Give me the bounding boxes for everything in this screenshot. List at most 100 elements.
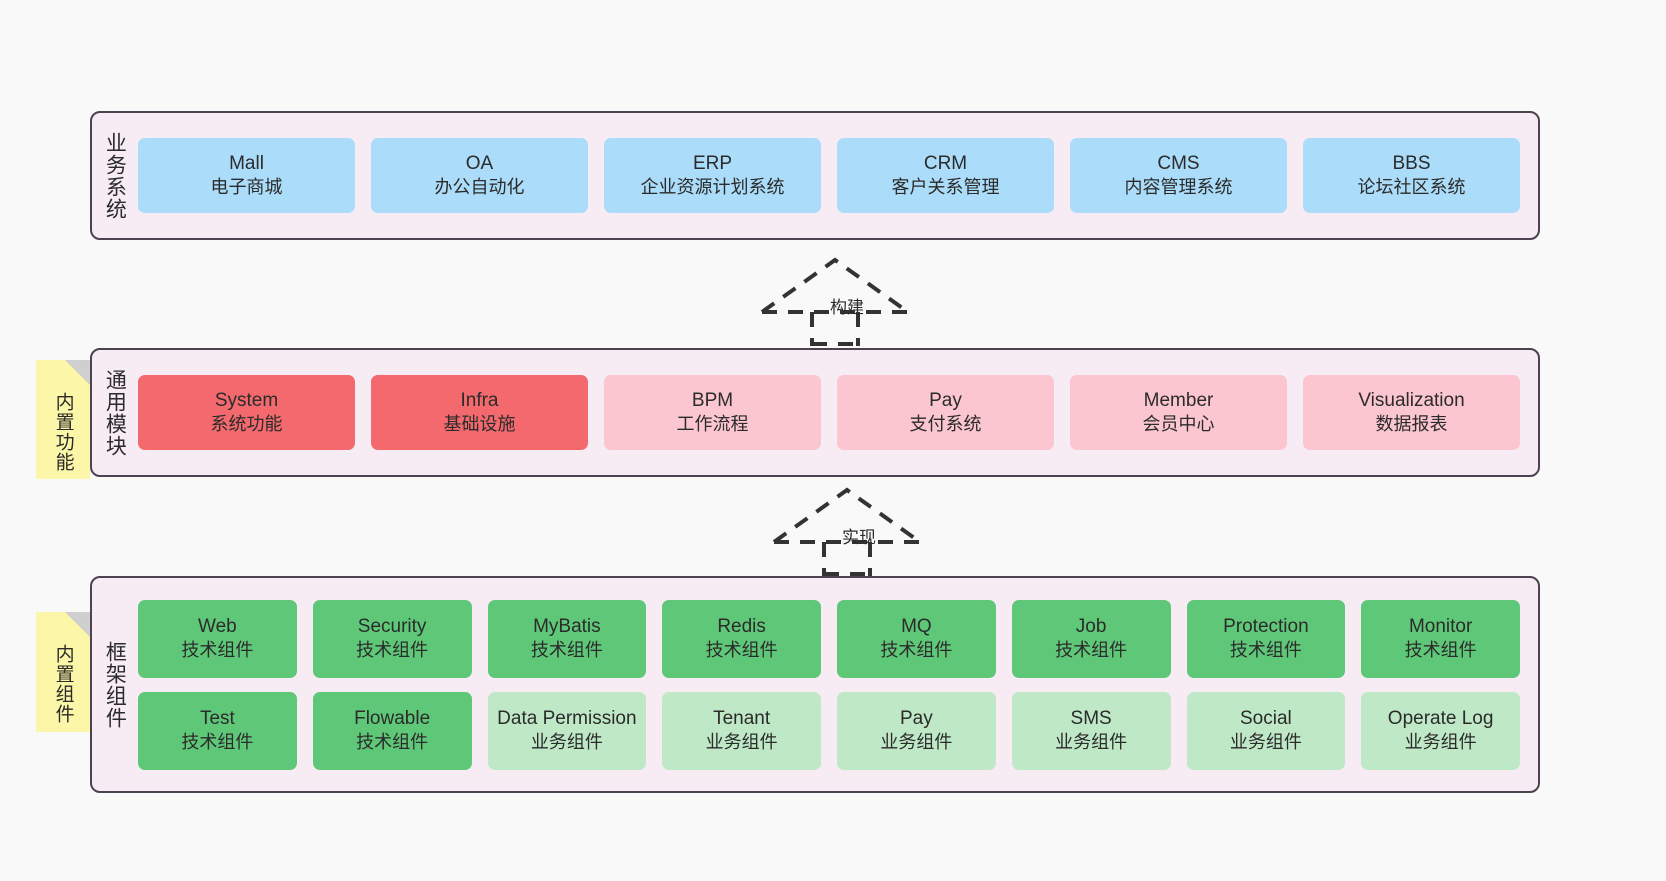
card-title: CMS (1157, 153, 1200, 175)
card-subtitle: 技术组件 (181, 640, 254, 661)
card-system[interactable]: System 系统功能 (138, 375, 355, 450)
card-mall[interactable]: Mall 电子商城 (138, 138, 355, 213)
card-subtitle: 业务组件 (705, 732, 778, 753)
card-row: Web 技术组件 Security 技术组件 MyBatis 技术组件 Redi… (138, 599, 1520, 678)
card-title: Data Permission (497, 708, 637, 730)
dashed-arrow-up-icon (760, 257, 910, 346)
card-mq[interactable]: MQ 技术组件 (837, 599, 996, 678)
card-title: Web (198, 616, 237, 638)
connector-implement: 实现 (772, 486, 922, 576)
card-subtitle: 会员中心 (1142, 414, 1215, 435)
card-bpm[interactable]: BPM 工作流程 (604, 375, 821, 450)
connector-label-implement: 实现 (842, 528, 876, 547)
card-title: Test (199, 708, 235, 730)
card-subtitle: 内容管理系统 (1124, 177, 1233, 198)
card-flowable[interactable]: Flowable 技术组件 (312, 691, 472, 770)
layer-title-business-systems: 业务系统 (103, 131, 127, 220)
layer-body-framework-components: Web 技术组件 Security 技术组件 MyBatis 技术组件 Redi… (136, 578, 1538, 791)
connector-label-build: 构建 (830, 298, 864, 317)
card-subtitle: 业务组件 (530, 732, 603, 753)
card-member[interactable]: Member 会员中心 (1070, 375, 1287, 450)
card-web[interactable]: Web 技术组件 (138, 599, 297, 678)
card-operate-log[interactable]: Operate Log 业务组件 (1361, 691, 1520, 770)
card-title: Pay (900, 708, 933, 730)
card-subtitle: 技术组件 (705, 640, 778, 661)
card-subtitle: 支付系统 (909, 414, 982, 435)
card-cms[interactable]: CMS 内容管理系统 (1070, 138, 1287, 213)
card-subtitle: 业务组件 (880, 732, 953, 753)
card-title: Security (357, 616, 427, 638)
card-row: System 系统功能 Infra 基础设施 BPM 工作流程 Pay 支付系统… (138, 375, 1520, 450)
layer-common-modules: 通用模块 System 系统功能 Infra 基础设施 BPM 工作流程 Pay… (90, 348, 1540, 477)
card-title: Flowable (354, 708, 431, 730)
card-erp[interactable]: ERP 企业资源计划系统 (604, 138, 821, 213)
card-protection[interactable]: Protection 技术组件 (1186, 599, 1346, 678)
card-title: MQ (901, 616, 932, 638)
card-title: Operate Log (1387, 708, 1494, 730)
card-subtitle: 业务组件 (1404, 732, 1477, 753)
card-subtitle: 系统功能 (210, 414, 283, 435)
card-row: Mall 电子商城 OA 办公自动化 ERP 企业资源计划系统 CRM 客户关系… (138, 138, 1520, 213)
card-subtitle: 技术组件 (356, 640, 429, 661)
card-tenant[interactable]: Tenant 业务组件 (662, 691, 821, 770)
sticky-note-label: 内置组件 (52, 644, 74, 724)
card-title: BBS (1392, 153, 1431, 175)
card-oa[interactable]: OA 办公自动化 (371, 138, 588, 213)
card-bbs[interactable]: BBS 论坛社区系统 (1303, 138, 1520, 213)
card-title: Social (1240, 708, 1292, 730)
card-title: Job (1075, 616, 1107, 638)
card-subtitle: 办公自动化 (434, 177, 525, 198)
card-subtitle: 工作流程 (676, 414, 749, 435)
card-test[interactable]: Test 技术组件 (138, 691, 297, 770)
card-visualization[interactable]: Visualization 数据报表 (1303, 375, 1520, 450)
dashed-arrow-up-icon (772, 487, 922, 576)
card-title: Monitor (1408, 616, 1473, 638)
card-title: Mall (229, 153, 264, 175)
card-pay[interactable]: Pay 支付系统 (837, 375, 1054, 450)
card-title: SMS (1070, 708, 1112, 730)
card-subtitle: 技术组件 (880, 640, 953, 661)
card-subtitle: 技术组件 (1229, 640, 1302, 661)
card-title: CRM (923, 153, 968, 175)
card-monitor[interactable]: Monitor 技术组件 (1361, 599, 1520, 678)
card-job[interactable]: Job 技术组件 (1011, 599, 1171, 678)
card-crm[interactable]: CRM 客户关系管理 (837, 138, 1054, 213)
connector-build: 构建 (760, 256, 910, 346)
layer-body-business-systems: Mall 电子商城 OA 办公自动化 ERP 企业资源计划系统 CRM 客户关系… (136, 113, 1538, 238)
card-social[interactable]: Social 业务组件 (1186, 691, 1346, 770)
card-security[interactable]: Security 技术组件 (312, 599, 472, 678)
card-title: Protection (1223, 616, 1309, 638)
card-subtitle: 电子商城 (210, 177, 283, 198)
layer-body-common-modules: System 系统功能 Infra 基础设施 BPM 工作流程 Pay 支付系统… (136, 350, 1538, 475)
card-redis[interactable]: Redis 技术组件 (662, 599, 821, 678)
card-sms[interactable]: SMS 业务组件 (1011, 691, 1171, 770)
card-infra[interactable]: Infra 基础设施 (371, 375, 588, 450)
card-title: Visualization (1358, 390, 1465, 412)
card-subtitle: 技术组件 (530, 640, 603, 661)
card-pay-business[interactable]: Pay 业务组件 (837, 691, 996, 770)
card-subtitle: 企业资源计划系统 (640, 177, 785, 198)
sticky-note-label: 内置功能 (52, 391, 74, 472)
card-title: Infra (460, 390, 499, 412)
card-title: Tenant (713, 708, 771, 730)
layer-title-common-modules: 通用模块 (103, 368, 127, 457)
card-row: Test 技术组件 Flowable 技术组件 Data Permission … (138, 691, 1520, 770)
folded-corner-icon (65, 360, 90, 385)
card-mybatis[interactable]: MyBatis 技术组件 (487, 599, 647, 678)
layer-business-systems: 业务系统 Mall 电子商城 OA 办公自动化 ERP 企业资源计划系统 CRM… (90, 111, 1540, 240)
card-data-permission[interactable]: Data Permission 业务组件 (487, 691, 647, 770)
card-title: Pay (929, 390, 962, 412)
card-subtitle: 技术组件 (181, 732, 254, 753)
sticky-note-built-in-functions: 内置功能 (36, 360, 90, 479)
card-title: BPM (691, 390, 734, 412)
card-subtitle: 技术组件 (356, 732, 429, 753)
card-subtitle: 数据报表 (1375, 414, 1448, 435)
card-subtitle: 论坛社区系统 (1357, 177, 1466, 198)
card-title: OA (465, 153, 494, 175)
card-subtitle: 客户关系管理 (891, 177, 1000, 198)
card-title: ERP (692, 153, 733, 175)
layer-title-framework-components: 框架组件 (103, 640, 127, 729)
sticky-note-built-in-components: 内置组件 (36, 612, 90, 732)
folded-corner-icon (65, 612, 90, 637)
